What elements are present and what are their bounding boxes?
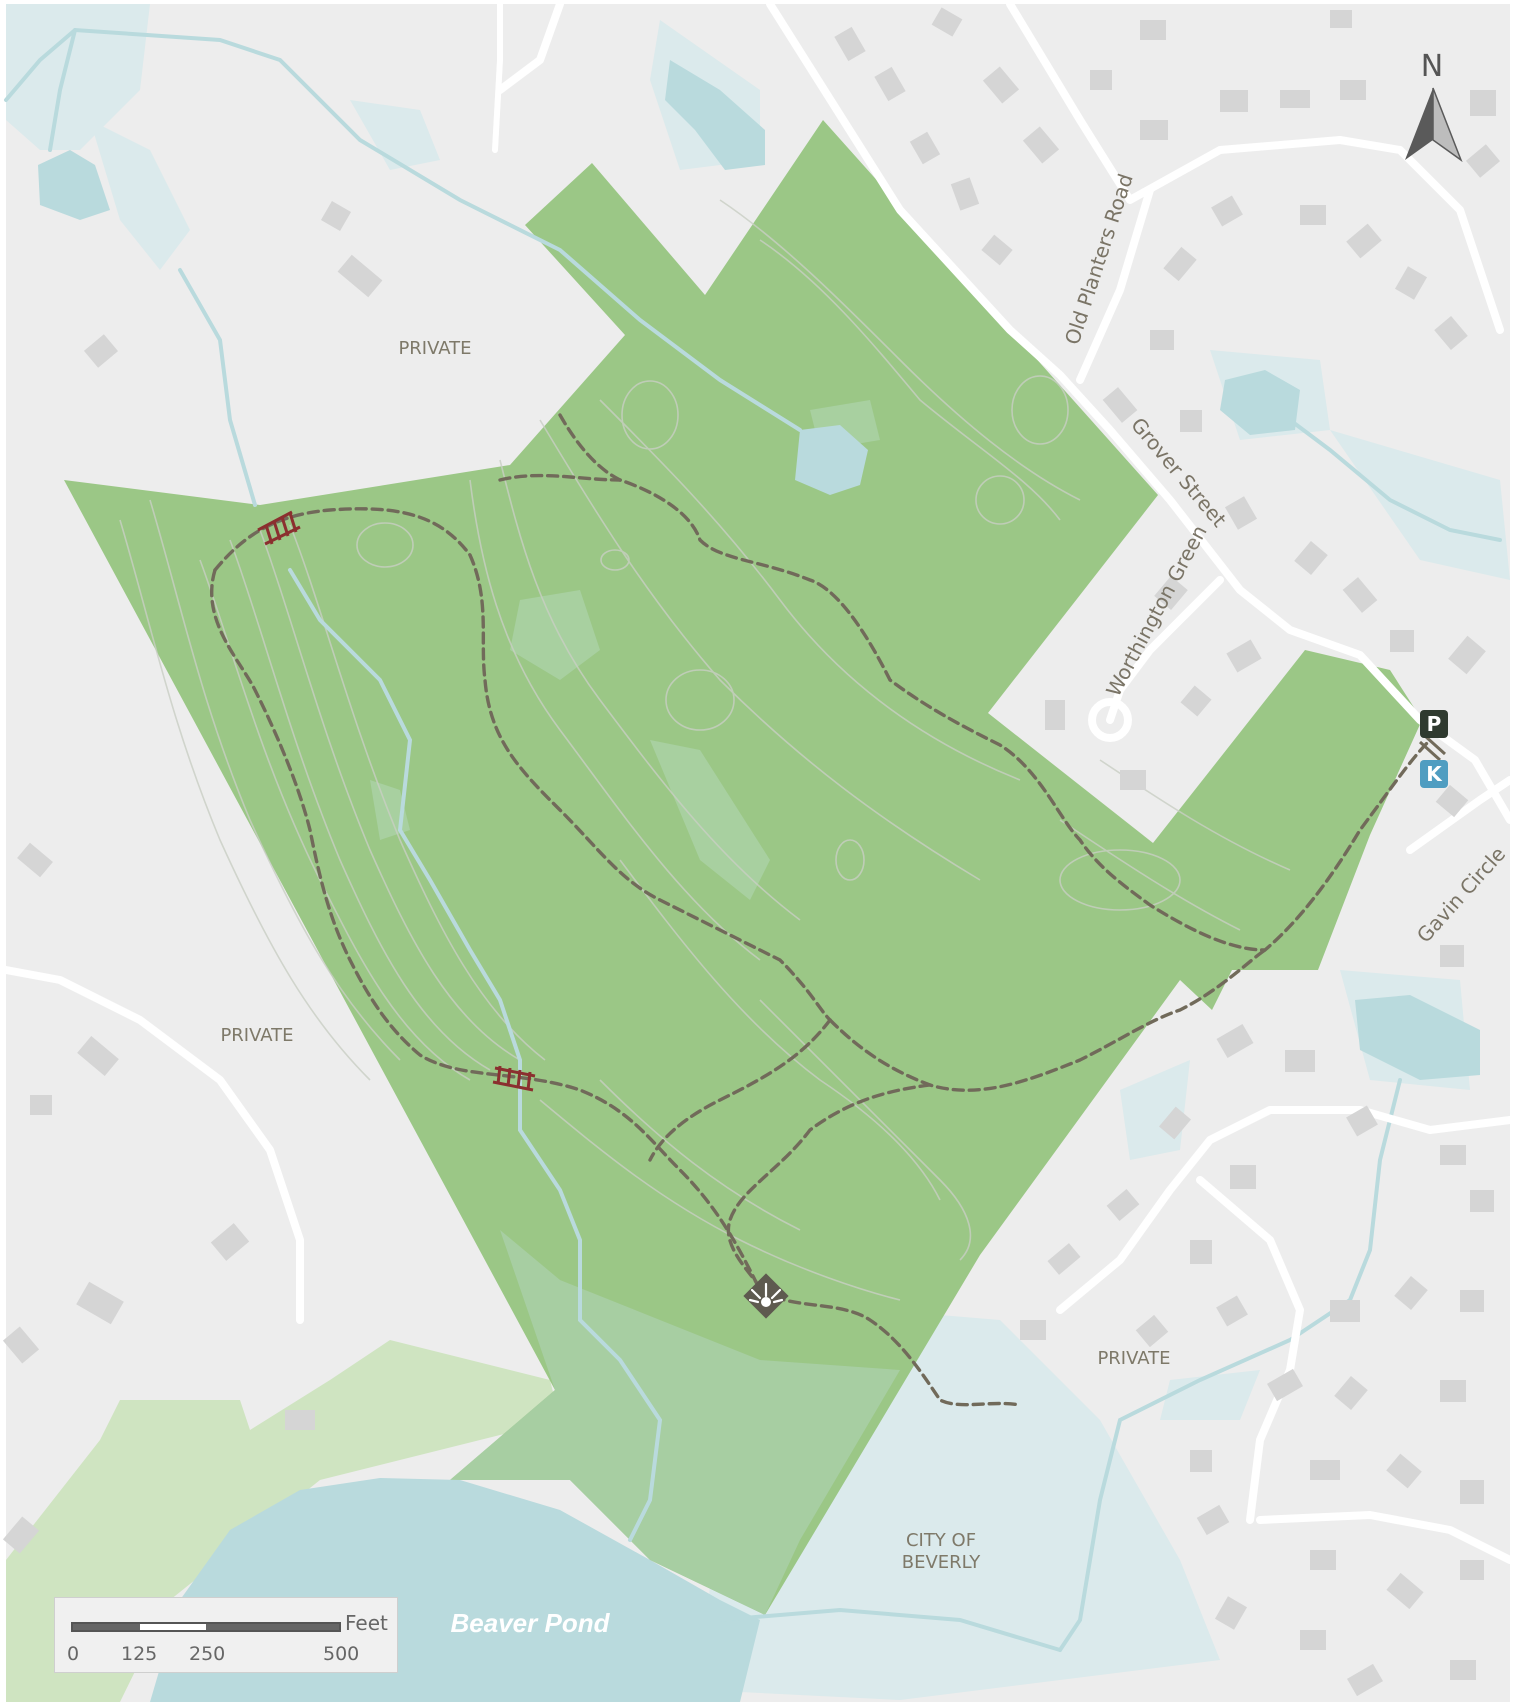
scale-bar-box: Feet 0 125 250 500: [54, 1597, 398, 1673]
label-private-se: PRIVATE: [1097, 1348, 1170, 1369]
parking-letter: P: [1426, 712, 1442, 736]
scale-tick-0: 0: [67, 1643, 80, 1665]
pond-nw: [38, 150, 110, 220]
scale-unit: Feet: [345, 1611, 388, 1635]
buildings: [2, 7, 1501, 1697]
north-letter: N: [1421, 49, 1443, 84]
scale-tick-250: 250: [189, 1643, 226, 1665]
label-private-nw: PRIVATE: [398, 338, 471, 359]
pond-north: [665, 60, 765, 170]
pond-park: [795, 425, 868, 495]
cul-de-sac: [1088, 698, 1133, 742]
pond-east: [1220, 370, 1300, 435]
bridge-south: [492, 1065, 536, 1092]
access-ticks: [1418, 734, 1447, 762]
bridges: [257, 510, 536, 1092]
park-wetland: [450, 1230, 900, 1615]
label-beaver-pond: Beaver Pond: [451, 1608, 611, 1638]
pond-southeast: [1355, 995, 1480, 1080]
label-city-line2: BEVERLY: [902, 1552, 982, 1573]
streams: [4, 27, 1502, 1652]
north-arrow-icon: [1405, 87, 1463, 163]
viewpoint-icon[interactable]: [743, 1273, 789, 1319]
scale-tick-500: 500: [323, 1643, 360, 1665]
scale-seg-2: [139, 1624, 206, 1630]
scale-seg-3: [206, 1624, 339, 1630]
label-private-w: PRIVATE: [220, 1025, 293, 1046]
kiosk-marker[interactable]: K: [1420, 760, 1448, 788]
bridge-north: [257, 510, 301, 546]
scale-seg-1: [73, 1624, 140, 1630]
parking-marker[interactable]: P: [1420, 710, 1448, 738]
trails: [210, 413, 1432, 1407]
contour-lines: [119, 199, 1291, 1301]
scale-tick-125: 125: [121, 1643, 158, 1665]
label-city-line1: CITY OF: [906, 1530, 976, 1551]
scale-bar: [71, 1622, 341, 1632]
kiosk-letter: K: [1426, 762, 1442, 786]
